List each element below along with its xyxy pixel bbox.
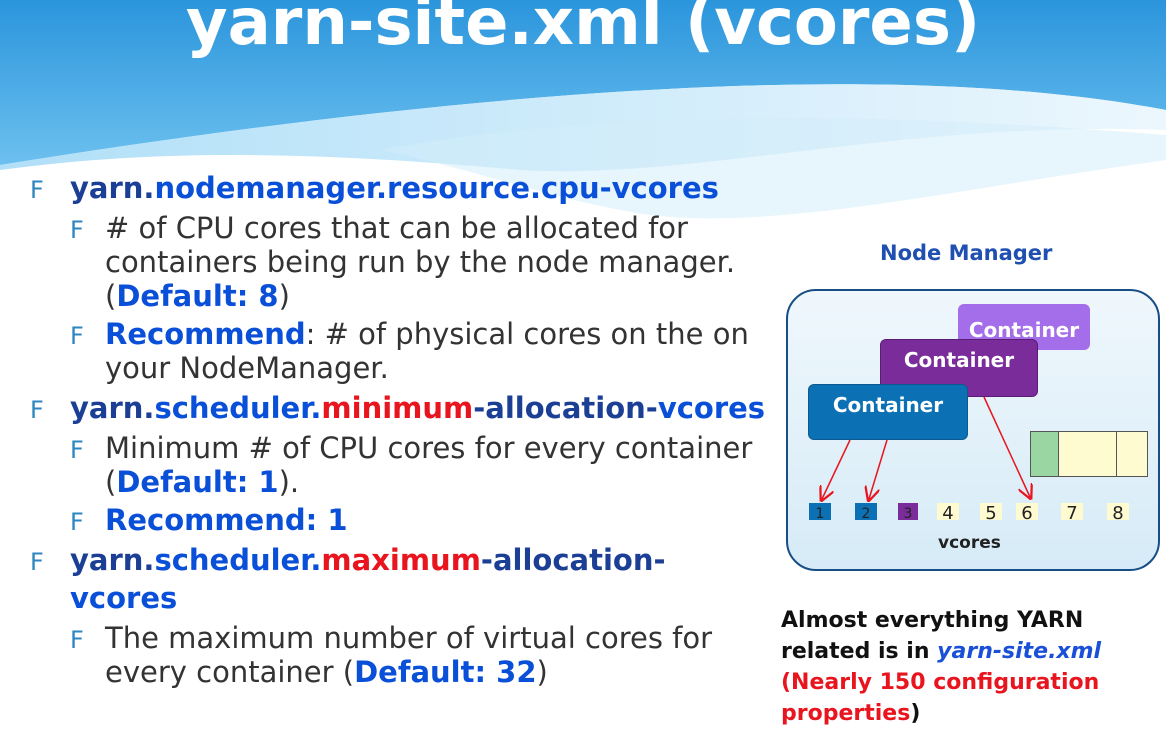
cell-free [1117,432,1147,476]
vcore-8: 8 [1107,503,1129,524]
vcores-axis-label: vcores [938,533,1001,553]
bullet-marker: F [30,396,44,424]
prop-part: yarn. [70,171,155,205]
prop-part: minimum [321,391,474,425]
header-wave-background [0,0,1166,219]
note-filename: yarn-site.xml [937,639,1102,664]
note-text: properties [781,701,911,726]
prop-part: vcores [657,391,766,425]
prop-part: -allocation- [473,391,658,425]
sub-bullet: F Recommend: # of physical cores on the … [30,317,770,385]
page-title: yarn-site.xml (vcores) [185,0,981,60]
recommend-label: Recommend: 1 [105,503,348,537]
container-box-front: Container [808,384,968,440]
cell-used [1031,432,1059,476]
prop-part: -allocation- [480,543,666,577]
bullet-marker: F [70,436,84,464]
vcore-6: 6 [1016,503,1038,524]
sub-bullet: F Minimum # of CPU cores for every conta… [30,431,770,499]
bullet-marker: F [30,548,44,576]
sub-close: ). [278,465,300,499]
bullet-minimum-vcores: F yarn.scheduler.minimum-allocation-vcor… [30,389,770,427]
note-line: Almost everything YARN [781,608,1084,633]
vcore-5: 5 [980,503,1002,524]
sub-bullet: F Recommend: 1 [30,503,770,537]
note-line: related is in yarn-site.xml [781,636,1166,667]
vcore-3: 3 [898,503,918,522]
footnote: Almost everything YARN related is in yar… [781,605,1166,729]
prop-part: scheduler. [154,391,322,425]
sub-text: Minimum # of CPU cores for every contain… [105,431,753,499]
vcore-2: 2 [855,503,877,522]
default-value: Default: 8 [116,279,279,313]
bullet-list: F yarn.nodemanager.resource.cpu-vcores F… [30,165,770,689]
prop-part: maximum [321,543,481,577]
bullet-marker: F [70,216,84,244]
bullet-marker: F [70,508,84,536]
sub-text: The maximum number of virtual cores for … [105,621,713,689]
sub-close: ) [536,655,548,689]
prop-part: yarn. [70,391,155,425]
header-banner: yarn-site.xml (vcores) [0,0,1166,230]
recommend-label: Recommend [105,317,306,351]
default-value: Default: 32 [354,655,537,689]
sub-bullet: F The maximum number of virtual cores fo… [30,621,770,689]
prop-part: vcores [70,581,178,615]
cell-free [1059,432,1117,476]
vcore-7: 7 [1061,503,1083,524]
note-line: (Nearly 150 configuration [781,670,1100,695]
prop-part: nodemanager.resource.cpu- [154,171,612,205]
vcore-1: 1 [809,503,831,522]
note-text: related is in [781,639,938,664]
prop-part: yarn. [70,543,155,577]
sub-close: ) [278,279,290,313]
vcore-4: 4 [937,503,959,524]
default-value: Default: 1 [116,465,279,499]
bullet-nodemanager-vcores: F yarn.nodemanager.resource.cpu-vcores [30,169,770,207]
prop-part: vcores [611,171,719,205]
bullet-marker: F [30,176,44,204]
sub-text: # of CPU cores that can be allocated for… [105,211,736,313]
bullet-marker: F [70,322,84,350]
bullet-marker: F [70,626,84,654]
note-line: properties) [781,698,1166,729]
node-manager-label: Node Manager [880,241,1053,265]
note-text: ) [910,701,921,726]
sub-text: : # of physical cores on the on your Nod… [105,317,749,385]
bullet-maximum-vcores: F yarn.scheduler.maximum-allocation-vcor… [30,541,770,617]
sub-bullet: F # of CPU cores that can be allocated f… [30,211,770,313]
resource-cells [1030,431,1148,477]
prop-part: scheduler. [154,543,322,577]
